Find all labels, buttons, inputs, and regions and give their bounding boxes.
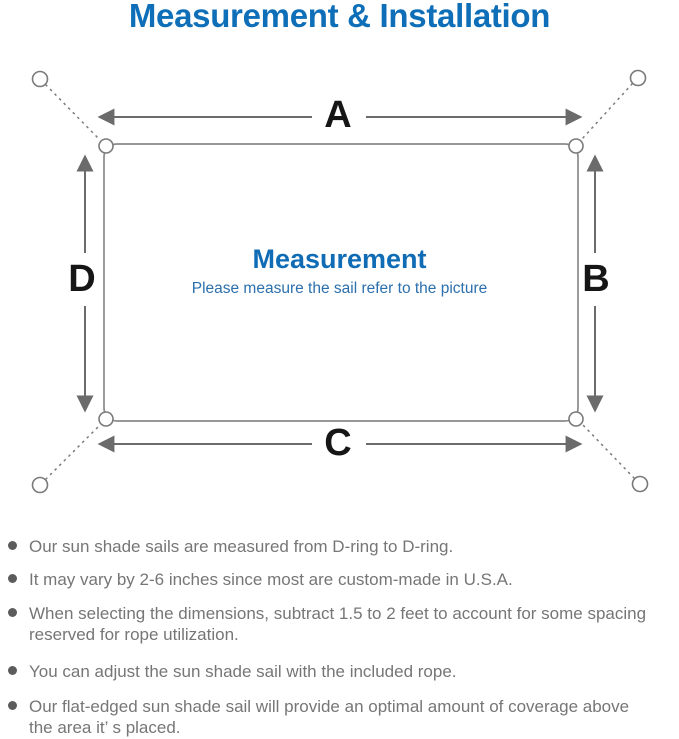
- anchor-ring-icon-bottom-right: [631, 475, 649, 493]
- rope-line-bottom-left: [44, 424, 101, 481]
- anchor-rings: [31, 69, 649, 494]
- dimension-label-c: C: [324, 422, 352, 464]
- dimension-arrows: [76, 108, 604, 453]
- note-text: When selecting the dimensions, subtract …: [29, 604, 647, 644]
- page-title: Measurement & Installation: [128, 0, 551, 34]
- rope-line-top-right: [581, 82, 634, 140]
- list-item: Our flat-edged sun shade sail will provi…: [8, 696, 668, 738]
- sail-measurement-diagram: [31, 69, 649, 494]
- dimension-label-d: D: [68, 258, 96, 300]
- d-ring-icon-bottom-right: [568, 411, 584, 427]
- d-ring-icon-bottom-left: [98, 411, 114, 427]
- bullet-icon: [8, 541, 17, 550]
- diagram-caption-subtitle: Please measure the sail refer to the pic…: [191, 279, 488, 297]
- d-ring-icon-top-right: [568, 138, 584, 154]
- list-item: You can adjust the sun shade sail with t…: [8, 661, 668, 682]
- anchor-ring-icon-top-left: [31, 70, 49, 88]
- diagram-caption-heading: Measurement: [252, 244, 427, 274]
- rope-line-bottom-right: [581, 423, 636, 480]
- note-text: You can adjust the sun shade sail with t…: [29, 662, 457, 681]
- dimension-label-a: A: [324, 94, 352, 136]
- bullet-icon: [8, 666, 17, 675]
- list-item: When selecting the dimensions, subtract …: [8, 603, 668, 645]
- shade-sail-outline: [103, 143, 579, 422]
- anchor-ring-icon-bottom-left: [31, 476, 49, 494]
- rope-line-top-left: [44, 83, 101, 141]
- anchor-ring-icon-top-right: [629, 69, 647, 87]
- note-text: It may vary by 2-6 inches since most are…: [29, 570, 513, 589]
- d-rings: [98, 138, 584, 427]
- list-item: It may vary by 2-6 inches since most are…: [8, 569, 668, 590]
- dimension-label-b: B: [582, 258, 610, 300]
- diagram-caption: Measurement Please measure the sail refe…: [0, 244, 679, 298]
- note-text: Our flat-edged sun shade sail will provi…: [29, 697, 630, 737]
- list-item: Our sun shade sails are measured from D-…: [8, 536, 668, 557]
- bullet-icon: [8, 608, 17, 617]
- d-ring-icon-top-left: [98, 138, 114, 154]
- bullet-icon: [8, 574, 17, 583]
- bullet-icon: [8, 701, 17, 710]
- note-text: Our sun shade sails are measured from D-…: [29, 537, 454, 556]
